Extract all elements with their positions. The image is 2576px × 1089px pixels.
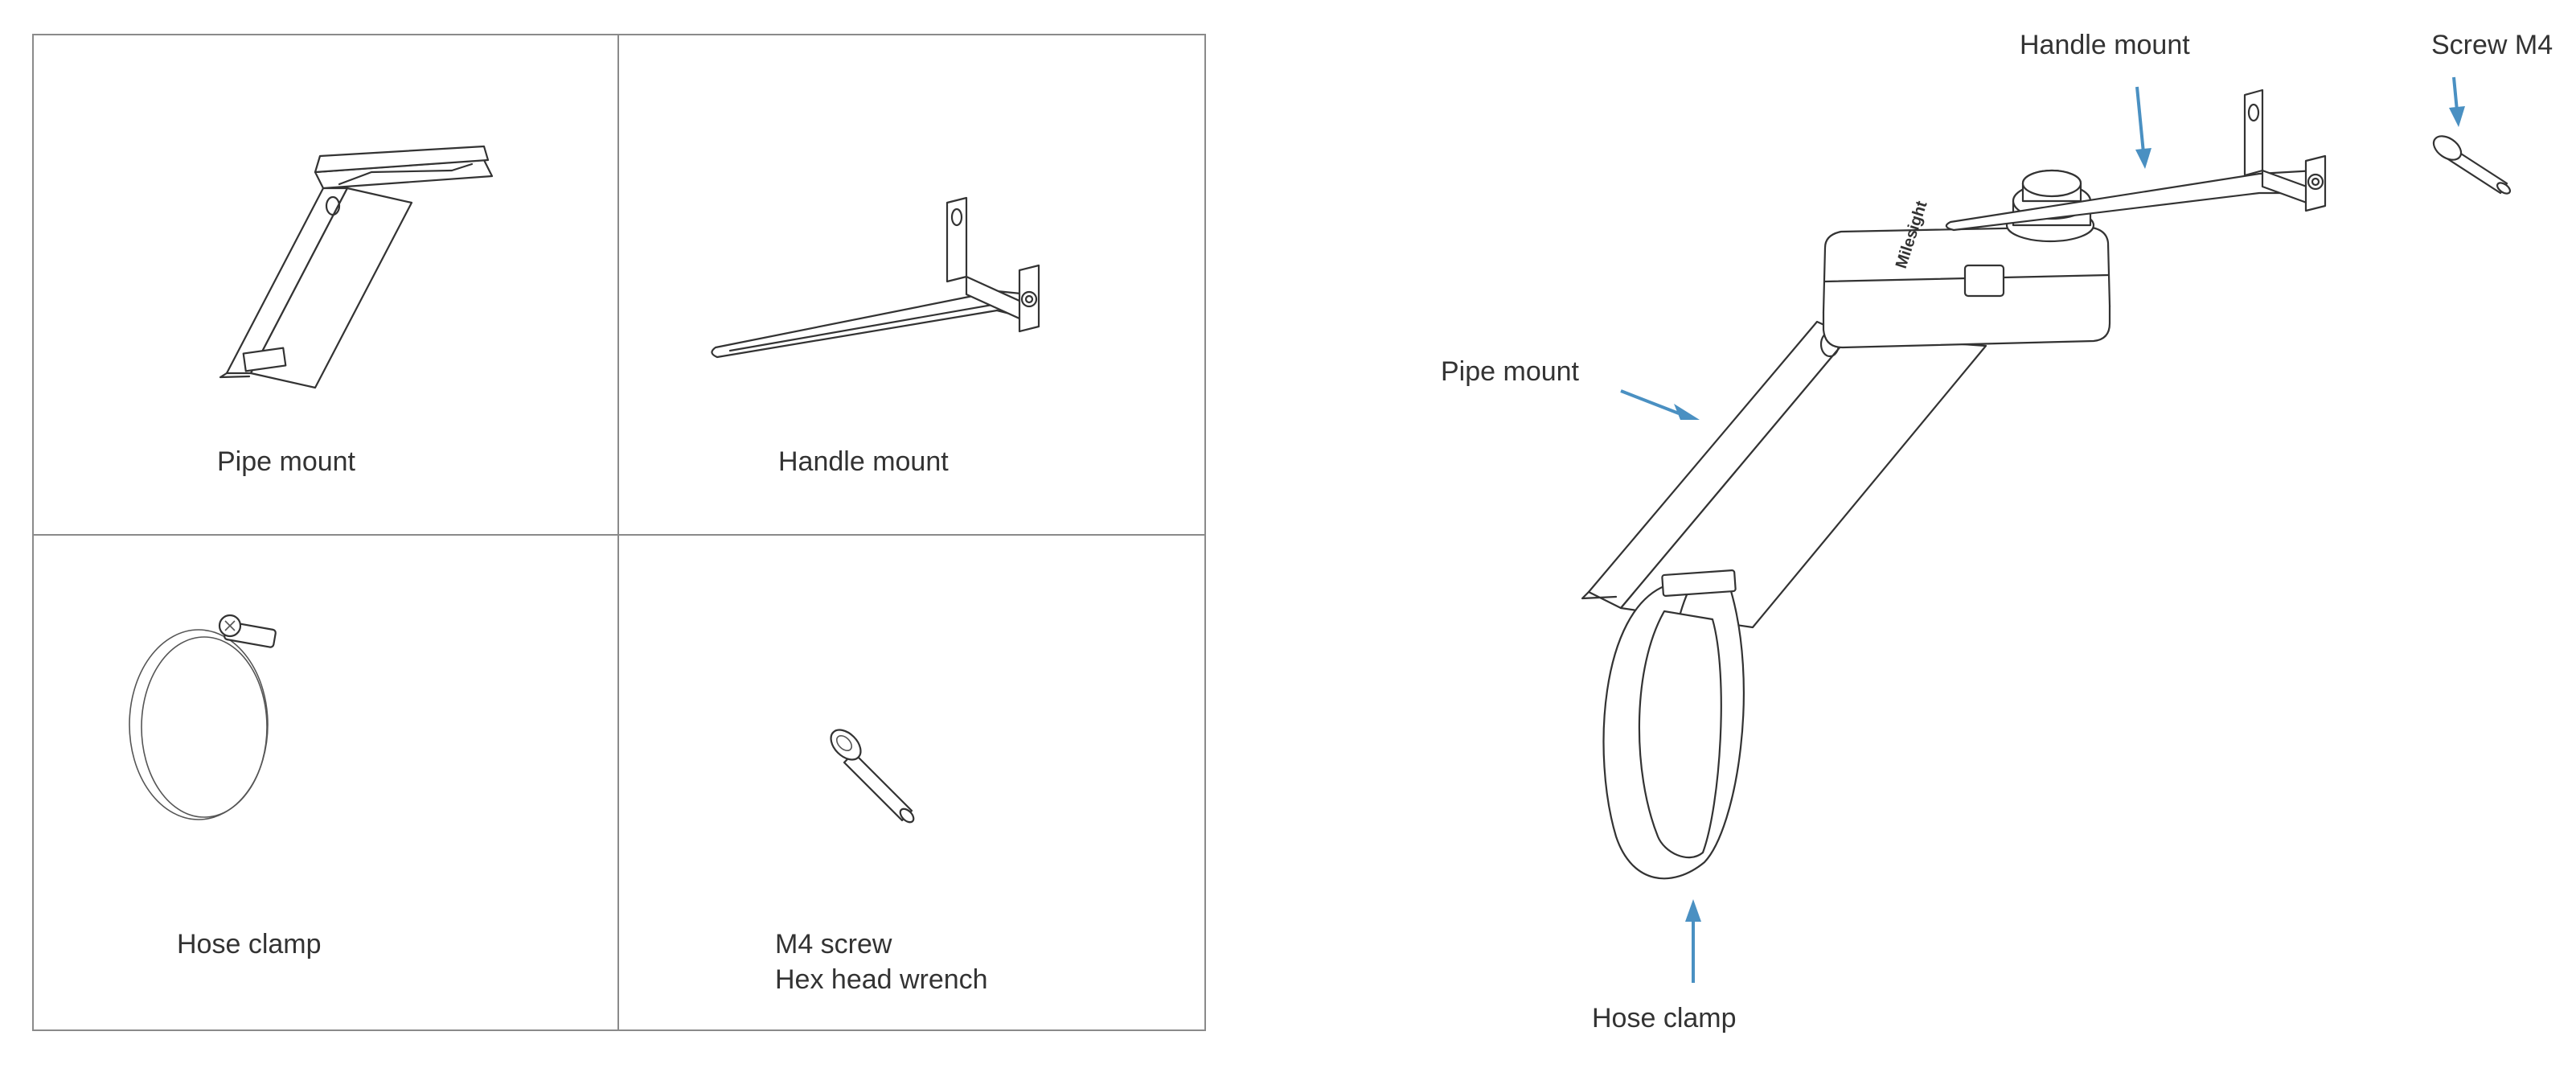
hose-clamp-drawing bbox=[129, 614, 277, 820]
arrow-screw-m4 bbox=[2449, 76, 2465, 127]
callout-handle-mount: Handle mount bbox=[2020, 30, 2190, 60]
handle-mount-label: Handle mount bbox=[778, 446, 949, 477]
arrow-hose-clamp bbox=[1685, 899, 1701, 983]
arrow-pipe-mount bbox=[1620, 389, 1700, 420]
m4-screw-drawing bbox=[830, 729, 915, 824]
parts-cell-handle-mount: Handle mount bbox=[619, 35, 1204, 536]
parts-cell-hose-clamp: Hose clamp bbox=[34, 536, 619, 1029]
pipe-mount-label: Pipe mount bbox=[217, 446, 355, 477]
assembled-screw-m4 bbox=[2432, 135, 2512, 195]
hose-clamp-label: Hose clamp bbox=[177, 929, 322, 960]
pipe-mount-drawing bbox=[219, 145, 494, 389]
parts-cell-pipe-mount: Pipe mount bbox=[34, 35, 619, 536]
callout-pipe-mount: Pipe mount bbox=[1441, 356, 1579, 387]
callout-hose-clamp: Hose clamp bbox=[1592, 1003, 1737, 1034]
m4-screw-label: M4 screw bbox=[775, 929, 892, 960]
parts-grid: Pipe mount Handle mount bbox=[32, 34, 1206, 1031]
handle-mount-drawing bbox=[711, 196, 1040, 359]
parts-cell-screw-wrench: M4 screw Hex head wrench bbox=[619, 536, 1204, 1029]
arrow-handle-mount bbox=[2135, 86, 2151, 169]
hex-wrench-label: Hex head wrench bbox=[775, 964, 988, 995]
assembled-handle-mount bbox=[1945, 169, 2317, 232]
callout-screw-m4: Screw M4 bbox=[2431, 30, 2553, 60]
